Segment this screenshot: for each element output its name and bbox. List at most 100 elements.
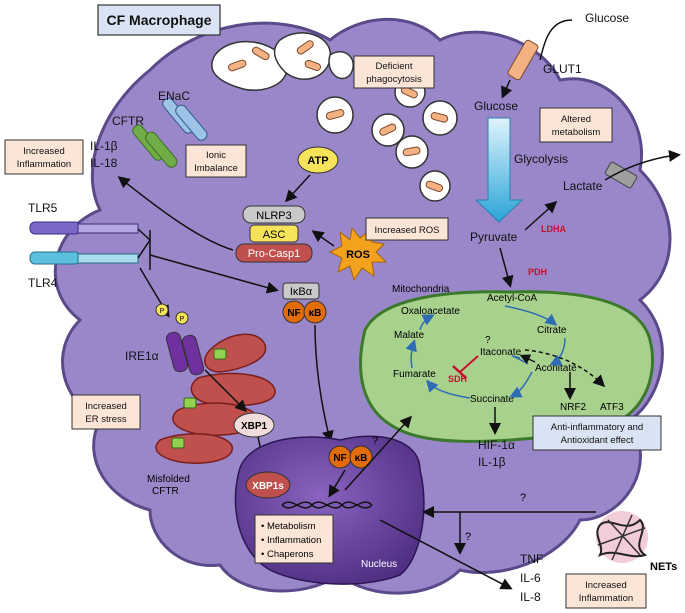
glucose-in-arrow: [501, 79, 513, 99]
inflammation-right-text: Increased: [585, 580, 627, 591]
aconitate-label: Aconitate: [535, 363, 577, 374]
title-box: [97, 4, 221, 36]
nets-label: NETs: [650, 561, 677, 573]
deficient-phagocytosis-text-2: phagocytosis: [366, 74, 422, 85]
acetyl-coa-label: Acetyl-CoA: [487, 293, 537, 304]
mitochondrion: [359, 290, 655, 443]
nets-cluster: [596, 511, 648, 563]
cftr-label: CFTR: [112, 114, 144, 128]
itaconate-to-nrf2-arrow: [524, 349, 606, 388]
succinate-label: Succinate: [470, 394, 514, 405]
xbp1-label: XBP1: [241, 421, 268, 432]
nucleus-list-item: • Metabolism: [261, 521, 316, 532]
dna-helix: [281, 501, 373, 509]
inflammasome-to-cytokine-arrow: [117, 176, 234, 251]
nucleus-list-item: • Chaperons: [261, 549, 314, 560]
cftr-channel: [132, 124, 178, 168]
il1b-right-label: IL-1β: [478, 455, 506, 469]
anti-inflammatory-box: [532, 415, 662, 451]
ire1a-label: IRE1α: [125, 349, 159, 363]
ire1-p-right-label: P: [180, 316, 185, 323]
citrate-label: Citrate: [537, 325, 567, 336]
nfkb-to-dna-arrow: [328, 469, 346, 498]
altered-metabolism-text-2: metabolism: [552, 127, 601, 138]
il1b-left-label: IL-1β: [90, 139, 118, 153]
ikba-label: IκBα: [290, 286, 313, 298]
misfolded-cftr-label-2: CFTR: [152, 486, 179, 497]
misfolded-cftr-aggregates: [171, 348, 227, 449]
nets-question-1: ?: [520, 492, 526, 504]
nfkb-to-nucleus-arrow: [314, 324, 334, 443]
aconitate-to-itaconate-arrow: [519, 354, 536, 364]
er-stress-box: [71, 394, 141, 430]
ikba-box: [282, 282, 320, 300]
ire1a-dimer: [165, 331, 205, 376]
nucleus-to-mito-arrow: [344, 415, 413, 491]
atp-to-nlrp3-arrow: [284, 174, 311, 203]
ionic-imbalance-box: [185, 144, 247, 178]
altered-metabolism-text: Altered: [561, 114, 591, 125]
ire1-to-xbp1-arrow: [204, 369, 248, 413]
bacteria: [228, 40, 449, 193]
deficient-phagocytosis-box: [353, 55, 435, 89]
oxaloacetate-label: Oxaloacetate: [401, 306, 460, 317]
increased-ros-box: [365, 217, 449, 241]
tlr-to-ikba-arrow: [149, 254, 279, 294]
tnf-label: TNF: [520, 552, 543, 566]
ionic-imbalance-text-2: Imbalance: [194, 163, 238, 174]
tlr4-receptor: [29, 251, 139, 265]
title-text: CF Macrophage: [106, 12, 211, 28]
glucose-inside-label: Glucose: [474, 99, 518, 113]
ros-to-inflammasome-arrow: [311, 230, 335, 247]
ire1-p-left-label: P: [160, 308, 165, 315]
pdh-label: PDH: [528, 267, 547, 277]
nucleus-nfkb-nf-label: NF: [333, 453, 346, 464]
er-stress-text: Increased: [85, 401, 127, 412]
glycolysis-arrow: [474, 117, 524, 223]
pyruvate-label: Pyruvate: [470, 230, 518, 244]
nucleus-to-cytokines-arrow: [379, 519, 513, 590]
xbp1s-label: XBP1s: [252, 481, 284, 492]
xbp1s-ellipse: [245, 471, 291, 499]
atp-label: ATP: [307, 155, 328, 167]
enac-label: ENaC: [158, 89, 190, 103]
sdh-inhibit-bar: [452, 365, 467, 379]
xbp1-ellipse: [233, 412, 275, 438]
itaconate-question: ?: [485, 335, 491, 346]
itaconate-inhibits-sdh: [459, 355, 479, 373]
anti-inflammatory-text: Anti-inflammatory and: [551, 422, 643, 433]
il6-label: IL-6: [520, 571, 541, 585]
nets-question-2: ?: [465, 531, 471, 543]
nucleus-mito-question: ?: [372, 435, 378, 447]
glycolysis-label: Glycolysis: [514, 152, 568, 166]
inflammation-right-box: [565, 573, 647, 609]
procasp1-box: [235, 243, 313, 263]
increased-ros-text: Increased ROS: [375, 225, 440, 236]
glucose-entry-arrow: [539, 19, 573, 61]
enac-channel: [162, 97, 208, 141]
anti-inflammatory-text-2: Antioxidant effect: [561, 435, 634, 446]
il18-left-label: IL-18: [90, 156, 118, 170]
glut1-transporter: [507, 39, 539, 81]
nucleus-list-item: • Inflammation: [261, 535, 321, 546]
itaconate-label: Itaconate: [480, 347, 522, 358]
pyruvate-to-lactate-arrow: [524, 200, 558, 231]
nlrp3-box: [242, 205, 306, 224]
atf3-label: ATF3: [600, 402, 624, 413]
asc-label: ASC: [263, 229, 286, 241]
ros-star: [328, 226, 388, 282]
ionic-imbalance-text: Ionic: [206, 150, 226, 161]
atp-ellipse: [297, 146, 339, 174]
nrf2-label: NRF2: [560, 402, 587, 413]
sdh-label: SDH: [448, 374, 467, 384]
inflammation-left-text: Increased: [23, 146, 65, 157]
nucleus-nfkb-kb: [349, 445, 373, 469]
fumarate-label: Fumarate: [393, 369, 436, 380]
deficient-phagocytosis-text: Deficient: [376, 61, 413, 72]
altered-metabolism-box: [539, 107, 613, 143]
nfkb-kb-subunit: [303, 300, 327, 324]
mitochondria-label: Mitochondria: [392, 284, 450, 295]
nucleus-label: Nucleus: [361, 559, 397, 570]
inflammation-left-text-2: Inflammation: [17, 159, 71, 170]
